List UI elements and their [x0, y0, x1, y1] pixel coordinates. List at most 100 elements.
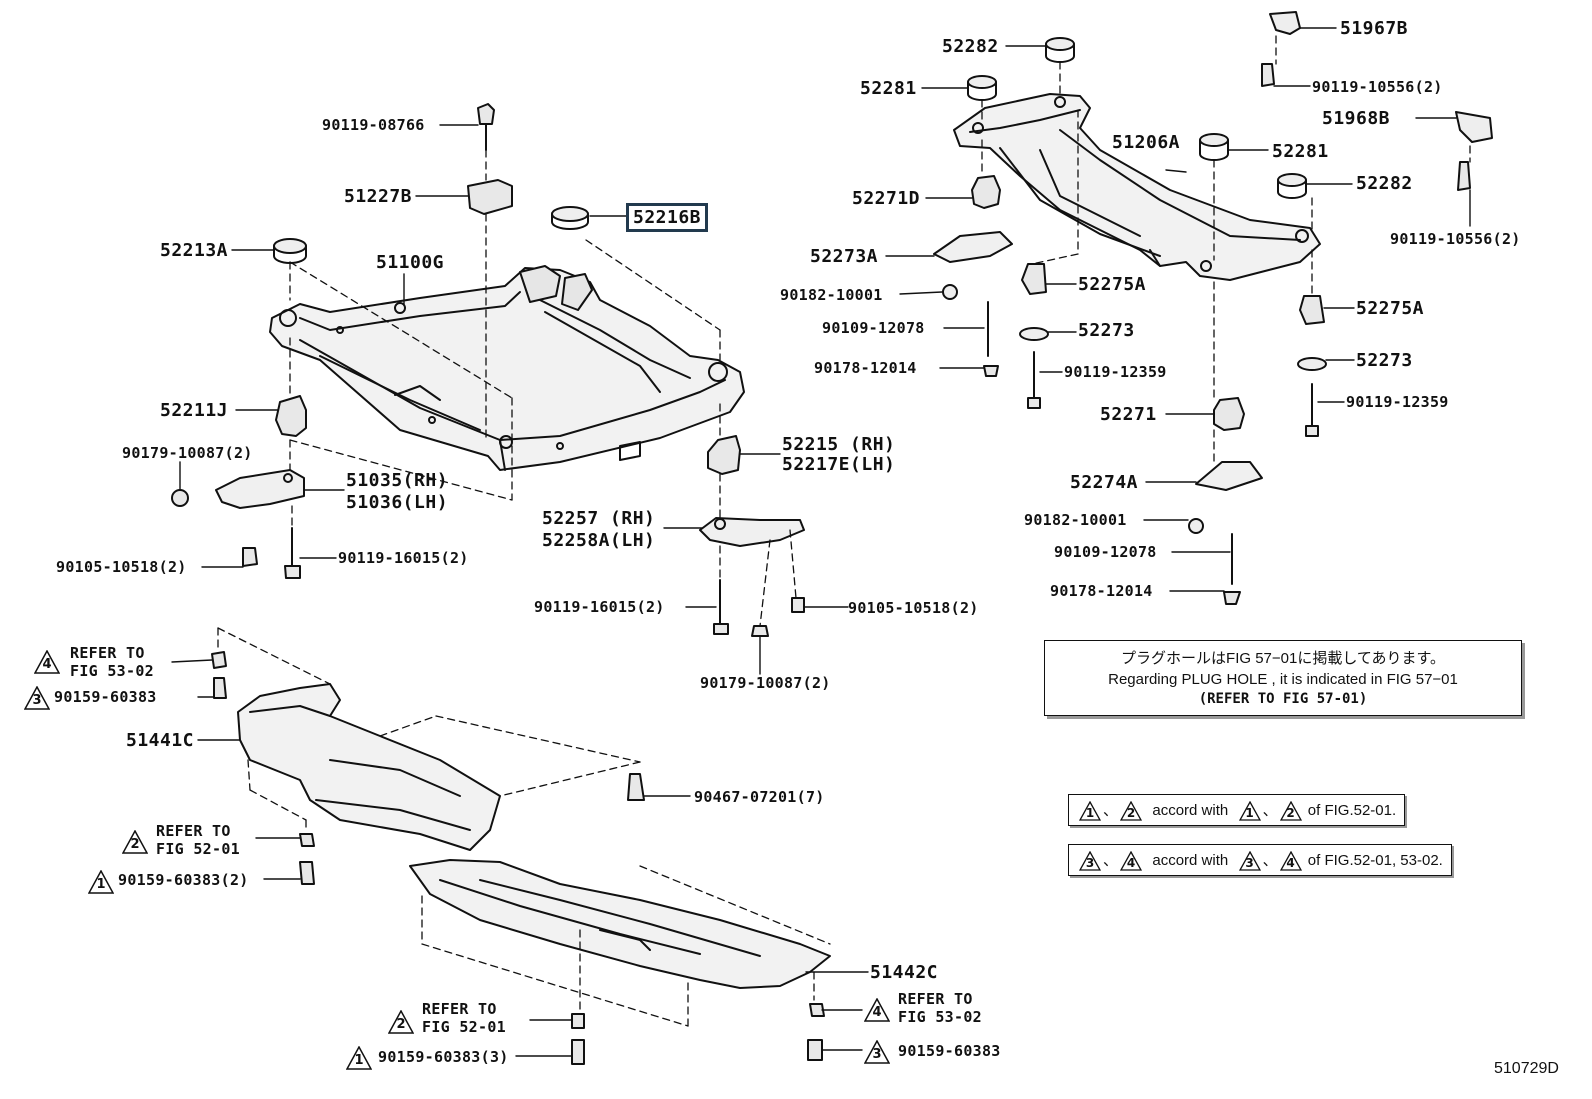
triangle-marker-2: 2	[388, 1010, 414, 1034]
plug-note-english: Regarding PLUG HOLE , it is indicated in…	[1108, 671, 1458, 688]
label-90109-12078-b: 90109-12078	[1054, 543, 1157, 561]
label-90182-10001-b: 90182-10001	[1024, 511, 1127, 529]
label-90105-10518-a: 90105-10518(2)	[56, 558, 187, 576]
label-51036: 51036(LH)	[346, 492, 449, 513]
label-51967b: 51967B	[1340, 18, 1409, 39]
accord-note-3-4: 3、4 accord with 3、4 of FIG.52-01, 53-02.	[1068, 844, 1452, 877]
separator: 、	[1103, 852, 1119, 869]
label-90178-12014-b: 90178-12014	[1050, 582, 1153, 600]
front-mounts	[171, 103, 805, 637]
triangle-marker-4: 4	[1279, 851, 1302, 871]
label-90119-12359-a: 90119-12359	[1064, 363, 1167, 381]
label-90119-16015-b: 90119-16015(2)	[534, 598, 665, 616]
triangle-marker-3: 3	[24, 686, 50, 710]
label-52271: 52271	[1100, 404, 1157, 425]
label-refer-to-3: REFER TO	[422, 1000, 497, 1018]
cover-fasteners	[211, 651, 825, 1065]
label-refer-to-2: REFER TO	[156, 822, 231, 840]
triangle-marker-4: 4	[34, 650, 60, 674]
label-51968b: 51968B	[1322, 108, 1391, 129]
label-52282-b: 52282	[1356, 173, 1413, 194]
label-52216b: 52216B	[626, 203, 709, 232]
cover-assembly-dashes	[217, 627, 831, 1027]
leader-lines	[171, 27, 1471, 1057]
triangle-marker-2: 2	[1279, 801, 1302, 821]
label-90179-10087-a: 90179-10087(2)	[122, 444, 253, 462]
label-fig-53-02-a: FIG 53-02	[70, 662, 154, 680]
label-52213a: 52213A	[160, 240, 229, 261]
separator: 、	[1262, 802, 1278, 819]
plug-hole-note: プラグホールはFIG 57−01に掲載してあります。 Regarding PLU…	[1044, 640, 1522, 716]
label-52281-a: 52281	[860, 78, 917, 99]
label-52217e: 52217E(LH)	[782, 454, 896, 475]
separator: 、	[1262, 852, 1278, 869]
label-52281-b: 52281	[1272, 141, 1329, 162]
triangle-marker-3: 3	[1238, 851, 1261, 871]
label-51227b: 51227B	[344, 186, 413, 207]
accord-tail-1: of FIG.52-01.	[1307, 802, 1397, 819]
label-fig-52-01-a: FIG 52-01	[156, 840, 240, 858]
triangle-marker-1: 1	[88, 870, 114, 894]
rear-assembly-dashes	[981, 35, 1471, 467]
label-refer-to-4: REFER TO	[898, 990, 973, 1008]
triangle-marker-1: 1	[346, 1046, 372, 1070]
rear-suspension-member	[933, 11, 1493, 605]
triangle-marker-1: 1	[1238, 801, 1261, 821]
label-90109-12078-a: 90109-12078	[822, 319, 925, 337]
label-90159-60383-2: 90159-60383(2)	[118, 871, 249, 889]
triangle-marker-3: 3	[864, 1040, 890, 1064]
triangle-marker-4: 4	[1120, 851, 1143, 871]
label-51442c: 51442C	[870, 962, 939, 983]
plug-note-japanese: プラグホールはFIG 57−01に掲載してあります。	[1121, 650, 1445, 667]
accord-with-text: accord with	[1152, 852, 1229, 869]
label-51206a: 51206A	[1112, 132, 1181, 153]
label-52273a: 52273A	[810, 246, 879, 267]
label-52258a: 52258A(LH)	[542, 530, 656, 551]
figure-code: 510729D	[1494, 1060, 1559, 1077]
label-90105-10518-b: 90105-10518(2)	[848, 599, 979, 617]
label-52211j: 52211J	[160, 400, 229, 421]
accord-tail-2: of FIG.52-01, 53-02.	[1307, 852, 1443, 869]
triangle-marker-4: 4	[864, 998, 890, 1022]
label-52273-a: 52273	[1078, 320, 1135, 341]
label-90182-10001-a: 90182-10001	[780, 286, 883, 304]
label-52282-a: 52282	[942, 36, 999, 57]
label-90119-16015-a: 90119-16015(2)	[338, 549, 469, 567]
separator: 、	[1103, 802, 1119, 819]
label-52273-b: 52273	[1356, 350, 1413, 371]
label-90178-12014-a: 90178-12014	[814, 359, 917, 377]
label-52275a-b: 52275A	[1356, 298, 1425, 319]
label-52275a-a: 52275A	[1078, 274, 1147, 295]
label-52215: 52215 (RH)	[782, 434, 896, 455]
label-52274a: 52274A	[1070, 472, 1139, 493]
label-fig-53-02-b: FIG 53-02	[898, 1008, 982, 1026]
label-52271d: 52271D	[852, 188, 921, 209]
label-51100g: 51100G	[376, 252, 445, 273]
label-90467-07201: 90467-07201(7)	[694, 788, 825, 806]
label-90119-10556-b: 90119-10556(2)	[1390, 230, 1521, 248]
label-90119-12359-b: 90119-12359	[1346, 393, 1449, 411]
label-90119-10556-a: 90119-10556(2)	[1312, 78, 1443, 96]
engine-under-covers	[237, 683, 831, 989]
triangle-marker-1: 1	[1079, 801, 1101, 821]
label-51441c: 51441C	[126, 730, 195, 751]
plug-note-refer: (REFER TO FIG 57-01)	[1198, 691, 1368, 707]
triangle-marker-2: 2	[122, 830, 148, 854]
front-assembly-dashes	[289, 149, 797, 627]
label-51035: 51035(RH)	[346, 470, 449, 491]
label-52257: 52257 (RH)	[542, 508, 656, 529]
label-refer-to-1: REFER TO	[70, 644, 145, 662]
label-90159-60383-a: 90159-60383	[54, 688, 157, 706]
label-90119-08766: 90119-08766	[322, 116, 425, 134]
front-suspension-member	[269, 265, 745, 471]
accord-note-1-2: 1、2 accord with 1、2 of FIG.52-01.	[1068, 794, 1406, 827]
label-90179-10087-b: 90179-10087(2)	[700, 674, 831, 692]
label-90159-60383-3: 90159-60383(3)	[378, 1048, 509, 1066]
triangle-marker-3: 3	[1079, 851, 1101, 871]
triangle-marker-2: 2	[1120, 801, 1143, 821]
label-90159-60383-b: 90159-60383	[898, 1042, 1001, 1060]
label-fig-52-01-b: FIG 52-01	[422, 1018, 506, 1036]
accord-with-text: accord with	[1152, 802, 1229, 819]
